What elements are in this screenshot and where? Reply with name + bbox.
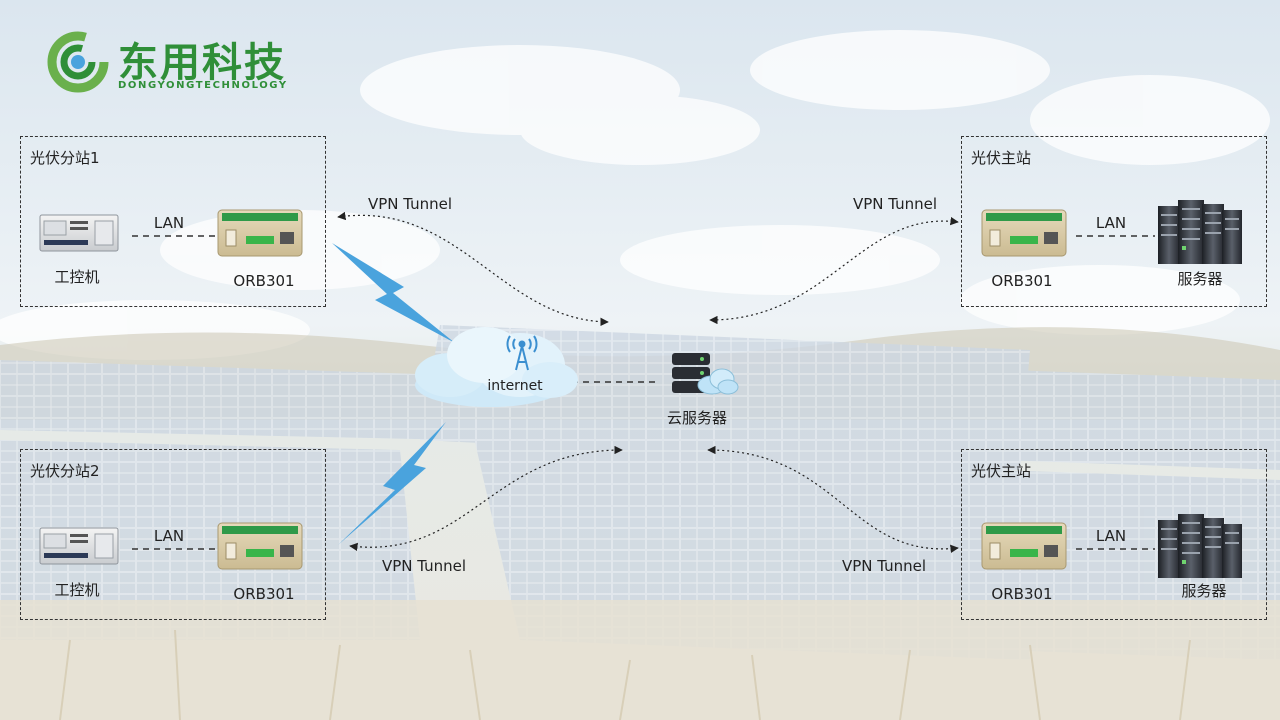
lan-label: LAN [1095,527,1127,545]
antenna-icon [506,335,538,371]
internet-label: internet [487,378,543,394]
station-sub1: 光伏分站1 [20,136,326,307]
lan-label: LAN [1095,214,1127,232]
vpn-tunnel-label: VPN Tunnel [852,195,938,213]
server-rack-icon [1158,514,1242,578]
router-label: ORB301 [233,585,295,603]
vpn-tunnel-label: VPN Tunnel [381,557,467,575]
server-label: 服务器 [1181,582,1227,600]
router-icon [981,522,1067,570]
logo-icon [47,31,109,93]
router-icon [217,209,303,257]
router-icon [217,522,303,570]
cloud-server-label: 云服务器 [666,409,728,427]
router-label: ORB301 [233,272,295,290]
router-icon [981,209,1067,257]
server-label: 服务器 [1177,270,1223,288]
cloud-icon [415,327,578,407]
router-label: ORB301 [991,585,1053,603]
router-label: ORB301 [991,272,1053,290]
industrial-pc-icon [39,527,119,565]
brand-name: 东用科技 [118,40,286,86]
station-main2: 光伏主站 [961,449,1267,620]
station-sub2: 光伏分站2 [20,449,326,620]
lan-links [132,235,1155,550]
lan-label: LAN [153,214,185,232]
lightning-icon [332,243,455,545]
station-title: 光伏分站1 [30,149,100,167]
station-title: 光伏主站 [971,462,1032,480]
vpn-tunnel-label: VPN Tunnel [367,195,453,213]
industrial-pc-icon [39,214,119,252]
station-main1: 光伏主站 [961,136,1267,307]
pc-label: 工控机 [54,581,100,599]
vpn-tunnel-label: VPN Tunnel [841,557,927,575]
station-title: 光伏分站2 [30,462,100,480]
station-title: 光伏主站 [971,149,1032,167]
server-rack-icon [1158,200,1242,264]
vpn-tunnel-arrows [337,211,959,554]
lan-label: LAN [153,527,185,545]
cloud-server-icon [672,353,739,395]
pc-label: 工控机 [54,268,100,286]
brand-subtitle: DONGYONGTECHNOLOGY [118,80,288,91]
